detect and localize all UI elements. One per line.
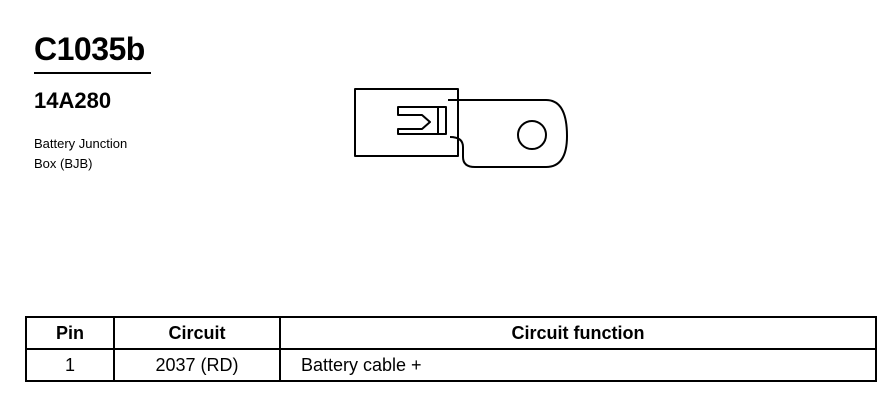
header-pin: Pin xyxy=(25,316,115,350)
table-row: 1 2037 (RD) Battery cable + xyxy=(25,348,877,382)
table-header-row: Pin Circuit Circuit function xyxy=(25,316,877,350)
connector-housing xyxy=(354,88,459,157)
bolt-hole xyxy=(517,120,547,150)
cell-circuit: 2037 (RD) xyxy=(113,348,281,382)
title-underline xyxy=(34,72,151,74)
ring-terminal xyxy=(448,99,568,168)
crimp-slot xyxy=(397,106,447,135)
connector-code: C1035b xyxy=(34,31,145,67)
header-circuit: Circuit xyxy=(113,316,281,350)
connector-description: Battery Junction Box (BJB) xyxy=(34,134,184,174)
header-circuit-function: Circuit function xyxy=(279,316,877,350)
pinout-table: Pin Circuit Circuit function 1 2037 (RD)… xyxy=(25,316,877,382)
battery-cable-terminal-connector-icon xyxy=(354,88,568,168)
description-line-2: Box (BJB) xyxy=(34,156,93,171)
description-line-1: Battery Junction xyxy=(34,136,128,151)
part-number: 14A280 xyxy=(34,88,112,113)
cell-circuit-function: Battery cable + xyxy=(279,348,877,382)
cell-pin: 1 xyxy=(25,348,115,382)
